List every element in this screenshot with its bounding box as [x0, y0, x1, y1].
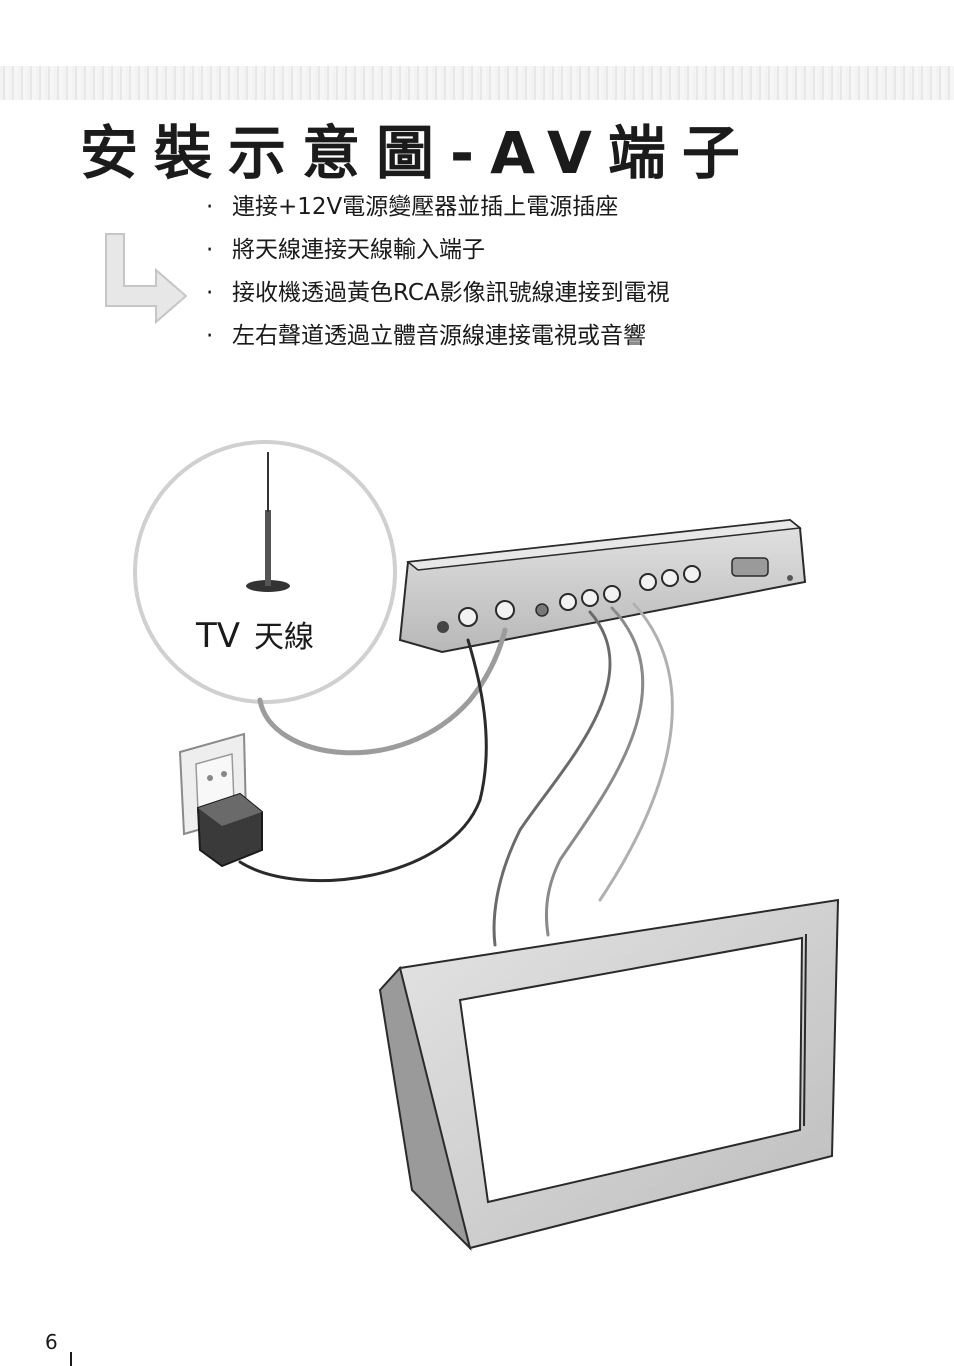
- page-number-divider: [70, 1352, 72, 1366]
- instruction-list: · 連接+12V電源變壓器並插上電源插座 · 將天線連接天線輸入端子 · 接收機透過黃…: [206, 186, 670, 358]
- installation-illustration: [133, 440, 840, 1252]
- television: [378, 898, 840, 1252]
- antenna-label-word: 天線: [254, 620, 315, 655]
- decorative-header-band: [0, 66, 954, 100]
- antenna-label: TV 天線: [196, 612, 314, 656]
- bullet-marker: ·: [206, 194, 214, 220]
- antenna-circle: [133, 440, 397, 704]
- instruction-text: 連接+12V電源變壓器並插上電源插座: [232, 194, 619, 220]
- bullet-marker: ·: [206, 280, 214, 306]
- page-title: 安裝示意圖-AV端子: [80, 119, 756, 187]
- cables: [238, 602, 674, 947]
- list-item: · 連接+12V電源變壓器並插上電源插座: [206, 186, 670, 229]
- instruction-text: 將天線連接天線輸入端子: [232, 237, 485, 263]
- list-item: · 接收機透過黃色RCA影像訊號線連接到電視: [206, 272, 670, 315]
- antenna-label-tv: TV: [196, 616, 241, 656]
- instruction-text: 左右聲道透過立體音源線連接電視或音響: [232, 323, 646, 349]
- bullet-marker: ·: [206, 237, 214, 263]
- power-adapter: [196, 792, 263, 868]
- arrow-icon: [105, 233, 188, 325]
- list-item: · 將天線連接天線輸入端子: [206, 229, 670, 272]
- bullet-marker: ·: [206, 323, 214, 349]
- receiver-box: [398, 518, 807, 654]
- instruction-text: 接收機透過黃色RCA影像訊號線連接到電視: [232, 280, 670, 306]
- list-item: · 左右聲道透過立體音源線連接電視或音響: [206, 315, 670, 358]
- page-number: 6: [45, 1330, 58, 1354]
